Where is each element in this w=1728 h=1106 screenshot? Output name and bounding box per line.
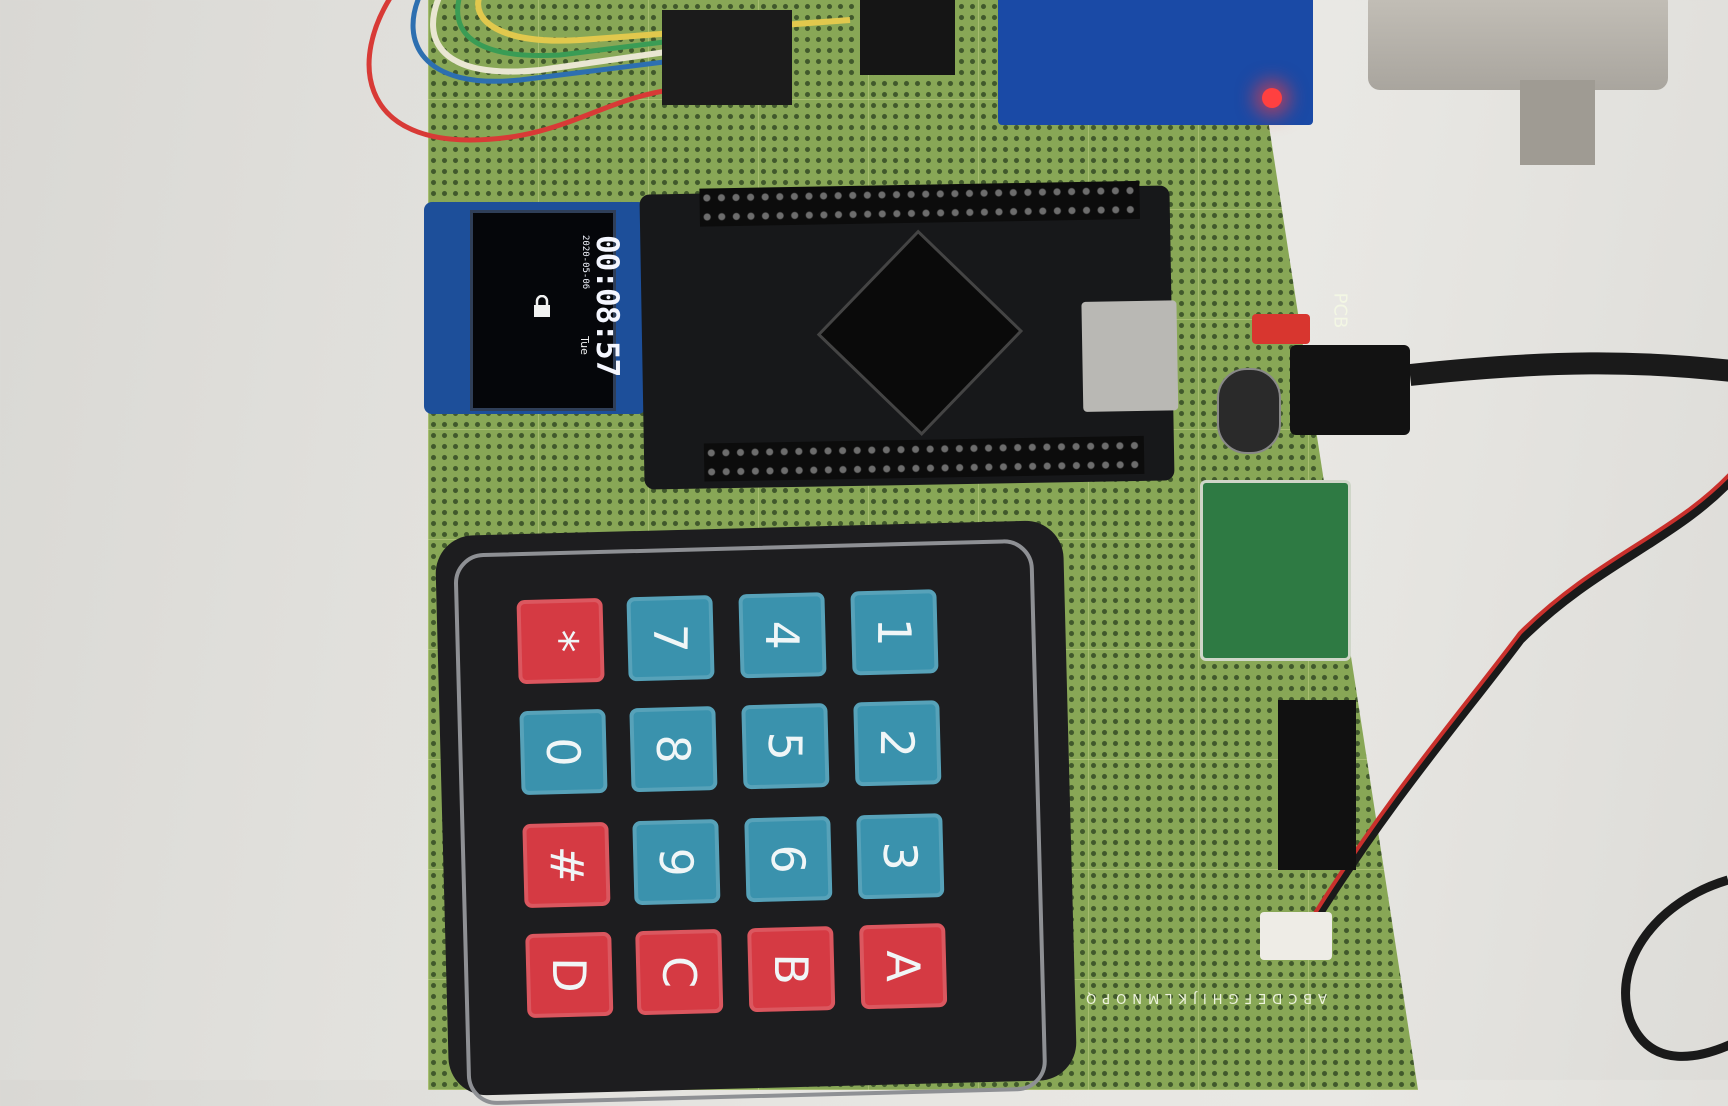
white-wire bbox=[430, 0, 681, 75]
key-label: * bbox=[533, 629, 588, 653]
black-lead bbox=[1308, 476, 1728, 928]
key-1[interactable]: 1 bbox=[850, 589, 939, 676]
oled-day: Tue bbox=[577, 336, 591, 355]
key-label: 7 bbox=[643, 623, 698, 654]
key-A[interactable]: A bbox=[859, 923, 948, 1010]
silkscreen-label: PCB bbox=[1329, 292, 1351, 329]
key-D[interactable]: D bbox=[525, 931, 614, 1019]
wires bbox=[366, 0, 1728, 1061]
lock-bolt bbox=[1520, 80, 1595, 165]
key-label: 4 bbox=[755, 620, 810, 651]
sd-card-slot bbox=[1081, 300, 1179, 412]
key-7[interactable]: 7 bbox=[626, 595, 715, 682]
silkscreen-row-labels: ABCDEFGHIJKLMNOPQ bbox=[1080, 990, 1327, 1005]
capacitor bbox=[1217, 368, 1281, 454]
key-C[interactable]: C bbox=[635, 928, 724, 1016]
key-label: # bbox=[539, 845, 594, 885]
green-wire bbox=[455, 0, 681, 59]
key-3[interactable]: 3 bbox=[856, 813, 945, 900]
key-*[interactable]: * bbox=[516, 597, 605, 685]
oled-screen: 00:08:57 2020-05-06 Tue bbox=[470, 210, 625, 411]
oled-content: 00:08:57 2020-05-06 bbox=[580, 235, 625, 385]
key-8[interactable]: 8 bbox=[629, 706, 718, 793]
jst-connector bbox=[1260, 912, 1332, 960]
key-4[interactable]: 4 bbox=[738, 592, 827, 679]
key-label: C bbox=[652, 955, 707, 989]
mcu-dev-board bbox=[639, 180, 1179, 490]
key-0[interactable]: 0 bbox=[519, 708, 608, 796]
red-wire bbox=[366, 0, 671, 143]
dc-jack bbox=[1290, 345, 1410, 435]
key-B[interactable]: B bbox=[747, 926, 836, 1013]
key-5[interactable]: 5 bbox=[741, 703, 830, 790]
key-label: 3 bbox=[873, 841, 928, 872]
red-button[interactable] bbox=[1252, 314, 1310, 344]
buck-converter bbox=[1200, 480, 1351, 661]
rfid-module bbox=[998, 0, 1313, 125]
key-label: 8 bbox=[646, 734, 701, 765]
oled-time: 00:08:57 bbox=[589, 235, 625, 377]
key-6[interactable]: 6 bbox=[744, 816, 833, 903]
key-label: 5 bbox=[758, 731, 813, 762]
yellow-wire bbox=[475, 0, 851, 44]
key-#[interactable]: # bbox=[522, 821, 611, 909]
key-2[interactable]: 2 bbox=[853, 700, 942, 787]
key-label: A bbox=[876, 950, 931, 983]
power-led bbox=[1262, 88, 1282, 108]
bottom-pin-header bbox=[703, 435, 1145, 482]
microcontroller-chip bbox=[816, 229, 1024, 436]
key-label: D bbox=[542, 956, 597, 993]
solenoid-lock bbox=[1368, 0, 1668, 90]
blue-wire bbox=[410, 0, 681, 84]
dc-cable bbox=[1408, 352, 1728, 386]
relay-module bbox=[1278, 700, 1356, 870]
pin-header-socket bbox=[860, 0, 955, 75]
top-pin-header bbox=[699, 180, 1140, 227]
key-label: 1 bbox=[867, 617, 922, 648]
red-lead bbox=[1310, 473, 1728, 920]
lock-icon bbox=[531, 294, 553, 319]
key-label: 9 bbox=[649, 847, 704, 877]
key-label: B bbox=[764, 953, 819, 986]
black-cable-loop bbox=[1621, 875, 1728, 1061]
key-label: 6 bbox=[761, 844, 816, 875]
wire-connector-plug bbox=[662, 10, 792, 105]
key-label: 2 bbox=[870, 728, 925, 759]
key-9[interactable]: 9 bbox=[632, 818, 721, 906]
key-label: 0 bbox=[536, 737, 591, 767]
